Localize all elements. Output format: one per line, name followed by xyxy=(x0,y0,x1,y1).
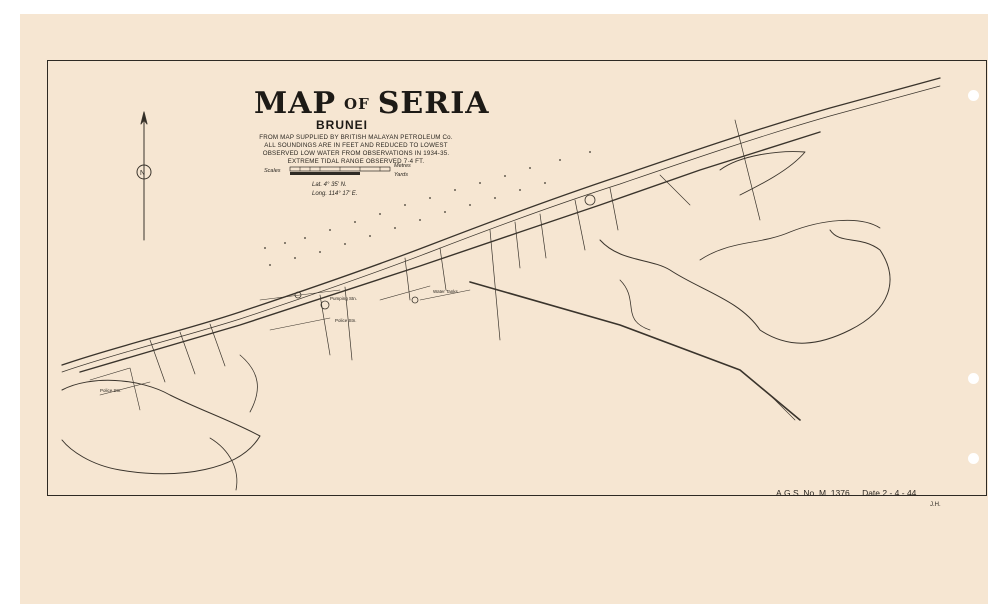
place-label: Police Stn. xyxy=(100,388,122,393)
punch-hole xyxy=(968,373,979,384)
compass-letter: N xyxy=(140,170,145,177)
sheet-reference: A.G.S. No. M. 1376. xyxy=(776,488,853,498)
title-place: SERIA xyxy=(377,86,490,121)
scale-label: Scales xyxy=(264,168,281,174)
map-notes: FROM MAP SUPPLIED BY BRITISH MALAYAN PET… xyxy=(256,134,456,166)
map-title: MAP OF SERIA xyxy=(254,86,490,121)
title-of: OF xyxy=(344,95,370,113)
place-label: Police Stn. xyxy=(335,318,357,323)
scale-metres-label: Metres xyxy=(394,163,411,169)
note-line: OBSERVED LOW WATER FROM OBSERVATIONS IN … xyxy=(262,150,450,157)
initials: J.H. xyxy=(930,502,941,508)
map-frame xyxy=(47,60,987,496)
longitude: Long. 114° 17' E. xyxy=(312,191,358,197)
latitude: Lat. 4° 35' N. xyxy=(312,182,347,188)
lat-long: Lat. 4° 35' N. Long. 114° 17' E. xyxy=(312,181,357,199)
punch-hole xyxy=(968,453,979,464)
title-map: MAP xyxy=(254,86,337,121)
place-label: Water Tanks xyxy=(433,289,458,294)
sheet-date: Date 2 - 4 - 44. xyxy=(862,488,919,498)
note-line: FROM MAP SUPPLIED BY BRITISH MALAYAN PET… xyxy=(259,134,453,141)
punch-hole xyxy=(968,90,979,101)
note-line: ALL SOUNDINGS ARE IN FEET AND REDUCED TO… xyxy=(264,142,448,149)
map-subtitle: BRUNEI xyxy=(316,118,369,132)
note-line: EXTREME TIDAL RANGE OBSERVED 7·4 FT. xyxy=(287,158,425,165)
place-label: Pumping Stn. xyxy=(330,296,358,301)
map-sheet xyxy=(20,14,988,604)
map-footer: A.G.S. No. M. 1376. Date 2 - 4 - 44. xyxy=(776,488,929,498)
scale-yards-label: Yards xyxy=(394,172,408,178)
